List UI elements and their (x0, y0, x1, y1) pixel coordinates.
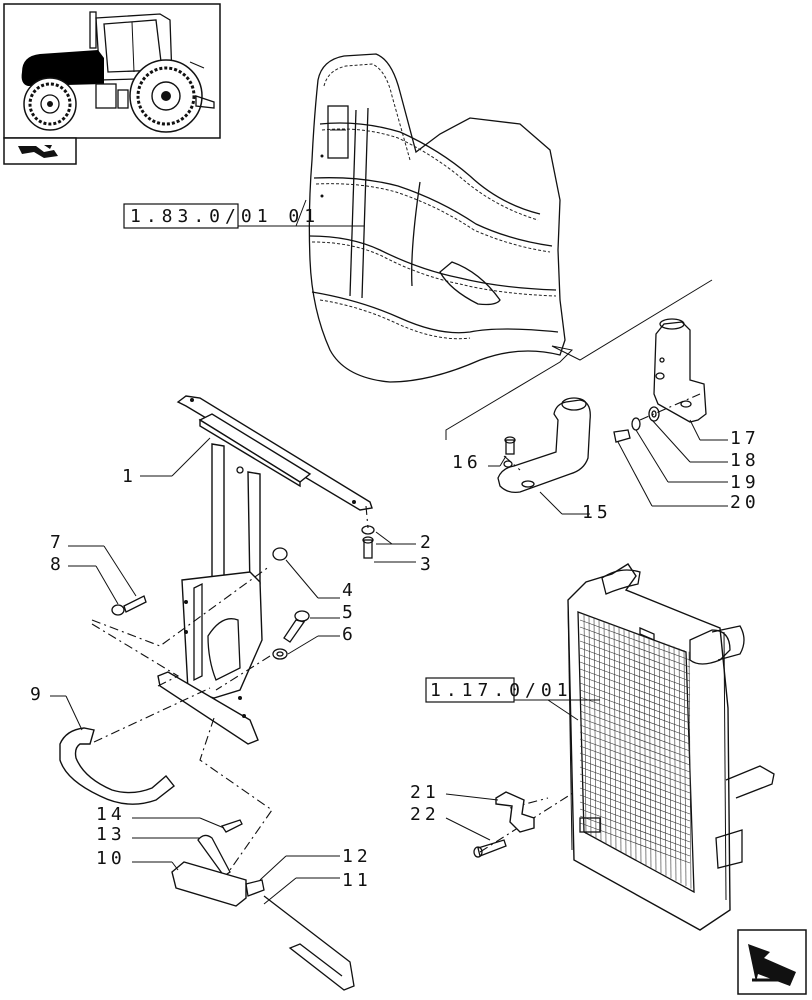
radiator-fin (579, 668, 691, 710)
radiator-fin (668, 644, 672, 879)
callout-20: 20 (730, 492, 760, 513)
callout-10: 10 (96, 848, 126, 869)
radiator-fin (579, 780, 691, 822)
radiator-fin (579, 661, 691, 703)
callout-2: 2 (420, 532, 435, 553)
section-arrow-icon[interactable] (18, 145, 58, 158)
radiator-fin (579, 815, 691, 857)
nut-4 (272, 547, 288, 561)
radiator-fin (579, 787, 691, 829)
radiator-fin (579, 647, 691, 689)
reference-lower-text: 1.17.0/01 (430, 680, 573, 701)
radiator-fin (663, 642, 667, 876)
radiator-fin (648, 637, 652, 868)
callout-18: 18 (730, 450, 760, 471)
callout-12: 12 (342, 846, 372, 867)
radiator-fin (653, 639, 657, 871)
radiator-fin (588, 615, 592, 837)
radiator-fin (673, 646, 677, 881)
radiator-fin (579, 675, 691, 717)
callout-16: 16 (452, 452, 482, 473)
radiator-fin (579, 794, 691, 836)
radiator-assembly (567, 563, 775, 931)
radiator-fin (579, 745, 691, 787)
radiator-fin (608, 622, 612, 848)
radiator-fin (593, 617, 597, 840)
radiator-fin (579, 619, 691, 661)
callout-14: 14 (96, 804, 126, 825)
callout-1: 1 (122, 466, 137, 487)
frame-1 (157, 395, 373, 745)
navigation-arrow-icon[interactable] (737, 929, 807, 995)
radiator-fin (579, 710, 691, 752)
radiator-fin (579, 724, 691, 766)
radiator-fin (638, 633, 642, 863)
radiator-fin (688, 651, 692, 889)
radiator-fin (579, 717, 691, 759)
plate-17 (653, 318, 707, 423)
radiator-fin (579, 654, 691, 696)
radiator-fin (579, 696, 691, 738)
radiator-fin (603, 621, 607, 845)
reference-label-lower[interactable]: 1.17.0/01 (425, 677, 600, 721)
hood-assembly (308, 53, 566, 383)
radiator-fin (598, 619, 602, 842)
radiator-fin (628, 630, 632, 858)
tractor-thumbnail-icon[interactable] (3, 3, 221, 165)
callout-7: 7 (50, 532, 65, 553)
radiator-fin (579, 752, 691, 794)
callout-5: 5 (342, 602, 357, 623)
radiator-fin (579, 808, 691, 850)
radiator-fin (658, 640, 662, 874)
radiator-fin (579, 738, 691, 780)
bolt-2-3 (361, 525, 375, 559)
radiator-fin (579, 801, 691, 843)
callout-19: 19 (730, 472, 760, 493)
radiator-fin (579, 633, 691, 675)
radiator-fin (579, 640, 691, 682)
radiator-fin (579, 759, 691, 801)
reference-upper-text: 1.83.0/01 01 (130, 206, 320, 227)
section-cut-line (445, 279, 713, 440)
callout-21: 21 (410, 782, 440, 803)
callout-22: 22 (410, 804, 440, 825)
bracket-15 (497, 397, 591, 494)
callout-3: 3 (420, 554, 435, 575)
rod-11-12 (245, 879, 355, 991)
fasteners-18-19-20 (613, 406, 660, 443)
bolt-7-8 (111, 595, 147, 616)
bracket-21 (495, 791, 535, 833)
callout-13: 13 (96, 824, 126, 845)
handle-9 (59, 727, 175, 805)
radiator-fin (683, 649, 687, 887)
washer-6 (272, 648, 288, 660)
reference-label-upper[interactable]: 1.83.0/01 01 (123, 199, 364, 229)
radiator-fin (579, 682, 691, 724)
radiator-fin (579, 773, 691, 815)
callouts: 1 2 3 4 5 6 7 8 9 10 11 12 13 14 15 16 1 (30, 419, 760, 905)
bolt-16 (504, 436, 516, 455)
radiator-fin (678, 648, 682, 884)
radiator-fin (643, 635, 647, 866)
bolt-22 (473, 839, 507, 858)
radiator-fin (579, 766, 691, 808)
radiator-fin (579, 626, 691, 668)
radiator-fin (579, 822, 691, 864)
radiator-fin (579, 689, 691, 731)
callout-17: 17 (730, 428, 760, 449)
radiator-fin (613, 624, 617, 850)
plate-10 (171, 861, 247, 907)
callout-11: 11 (342, 870, 372, 891)
callout-8: 8 (50, 554, 65, 575)
callout-9: 9 (30, 684, 45, 705)
callout-6: 6 (342, 624, 357, 645)
callout-4: 4 (342, 580, 357, 601)
screw-5 (283, 610, 310, 643)
radiator-fin (579, 731, 691, 773)
radiator-fin (579, 703, 691, 745)
callout-15: 15 (582, 502, 612, 523)
